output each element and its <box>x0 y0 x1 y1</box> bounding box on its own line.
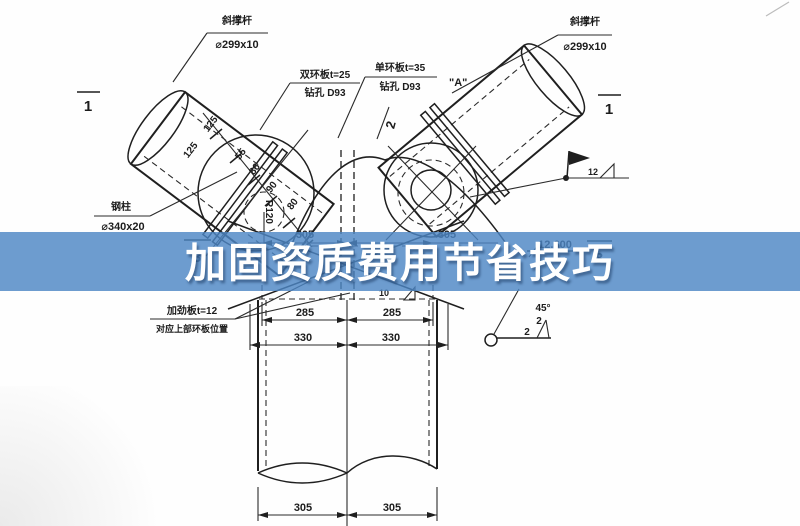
brace-right-name: 斜撑杆 <box>569 15 600 28</box>
weld-size-2: 2 <box>536 316 542 327</box>
dim-285: 285 285 <box>261 302 434 326</box>
callout-stiffener: 加劲板t=12 对应上部环板位置 <box>150 281 351 334</box>
callout-brace-right: 斜撑杆 ⌀299x10 <box>451 15 612 94</box>
pipe-end-cap <box>127 90 189 166</box>
pin-right <box>410 169 452 211</box>
section-1-right: 1 <box>605 101 613 118</box>
break-symbol <box>257 462 348 484</box>
ring-single-line2: 钻孔 D93 <box>379 80 421 93</box>
ring-single-line1: 单环板t=35 <box>375 61 426 74</box>
dim-label: 80 <box>285 196 301 212</box>
weld-flag-size: 12 <box>588 167 598 177</box>
stiffener-line2: 对应上部环板位置 <box>156 323 228 334</box>
callout-brace-left: 斜撑杆 ⌀299x10 <box>172 14 268 83</box>
right-brace-pipe <box>377 43 586 239</box>
dim-label: 125 <box>182 140 201 160</box>
dim-diagonal-chain: 125 125 55 86 90 80 R120 <box>182 112 314 251</box>
brace-right-spec: ⌀299x10 <box>563 41 606 53</box>
column-spec: ⌀340x20 <box>101 221 144 233</box>
flange-plate <box>428 102 511 198</box>
dim-bottom-305: 305 305 <box>257 487 438 521</box>
weld-angle: 45° <box>535 303 550 314</box>
banner-title: 加固资质费用节省技巧 <box>185 240 615 286</box>
stiffener-line1: 加劲板t=12 <box>166 304 218 317</box>
radius-label: R120 <box>263 200 274 224</box>
section-1-left: 1 <box>84 98 92 115</box>
dim-label: 330 <box>382 332 400 344</box>
ring-double-line2: 钻孔 D93 <box>304 86 346 99</box>
column: 10 <box>257 285 438 526</box>
fillet-weld-icon <box>598 162 615 179</box>
title-banner: 加固资质费用节省技巧 <box>0 232 800 291</box>
weld-size-1: 2 <box>524 327 530 338</box>
dim-label: 305 <box>294 502 312 514</box>
column-name: 钢柱 <box>111 200 131 213</box>
pipe-end-cap <box>520 43 586 117</box>
dim-label: 330 <box>294 332 312 344</box>
dim-label: 55 <box>233 146 249 162</box>
photo-artifact <box>765 1 790 17</box>
callout-ring-single: 单环板t=35 钻孔 D93 "A" <box>337 61 467 139</box>
weld-all-around-icon <box>484 333 498 347</box>
weld-flag-symbol: 12 <box>469 150 629 198</box>
dim-label: 285 <box>296 307 314 319</box>
flag-icon <box>569 151 590 165</box>
weld-triangle-icon <box>402 285 416 301</box>
dim-label: 305 <box>383 502 401 514</box>
callout-column: 钢柱 ⌀340x20 <box>94 171 238 233</box>
dim-330: 330 330 <box>249 304 449 350</box>
brace-left-name: 斜撑杆 <box>221 14 252 27</box>
detail-ref-a: "A" <box>449 77 467 89</box>
callout-ring-double: 双环板t=25 钻孔 D93 <box>259 68 360 131</box>
break-symbol <box>346 455 438 474</box>
section-2: 2 <box>382 119 398 130</box>
saddle-curve <box>291 156 506 245</box>
bolt-hole-right <box>397 159 465 227</box>
plate-weld-size: 10 <box>379 288 389 298</box>
dim-label: 285 <box>383 307 401 319</box>
dim-label: 86 <box>247 161 263 177</box>
ring-double-line1: 双环板t=25 <box>300 68 351 81</box>
brace-left-spec: ⌀299x10 <box>215 39 258 51</box>
weld-note-45: 2 2 45° <box>484 288 551 347</box>
